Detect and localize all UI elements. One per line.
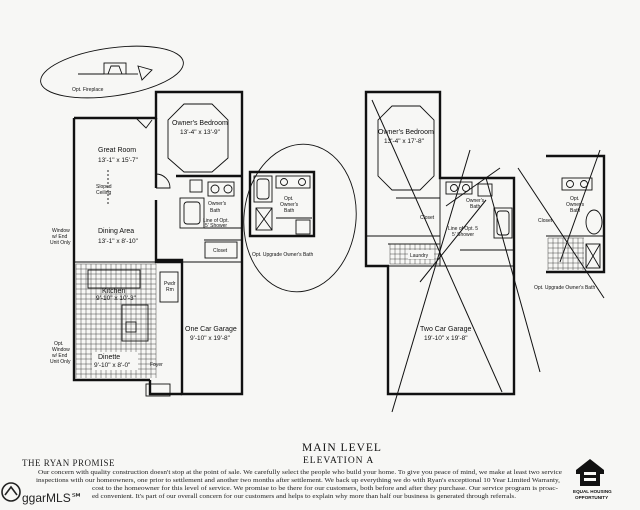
window-note-2d: Unit Only (50, 359, 71, 365)
left-shower-note-2: 5' Shower (205, 223, 227, 229)
promise-line-2: inspections with our homeowners, one pri… (36, 477, 561, 484)
far-opt-label-2: Owner's (566, 202, 585, 208)
owners-bedroom-label: Owner's Bedroom (172, 120, 228, 127)
left-shower-note-1: Line of Opt. (203, 218, 229, 224)
sloped-ceiling-1: Sloped (96, 184, 112, 190)
window-note-2c: w/ End (52, 353, 68, 359)
bath-option-plan (248, 170, 316, 238)
laundry-label: Laundry (410, 253, 429, 259)
watermark-text: ggarMLS℠ (22, 491, 83, 505)
fireplace-option-outline (40, 45, 184, 99)
bath-option-label-1: Opt. (284, 196, 293, 202)
kitchen-label: Kitchen (102, 288, 125, 295)
window-note-2a: Opt. (54, 341, 63, 347)
eho-line-2: OPPORTUNITY (575, 495, 608, 500)
right-garage-dim: 19'-10" x 19'-8" (424, 335, 468, 342)
pwdr-label-2: Rm (166, 287, 174, 293)
left-unit-walls (72, 90, 244, 396)
right-bedroom-label: Owner's Bedroom (378, 129, 434, 136)
bath-option-label-2: Owner's (280, 202, 299, 208)
far-closet-label: Closet (538, 218, 553, 224)
right-bath-label-2: Bath (470, 204, 481, 210)
window-note-1a: Window (52, 228, 70, 234)
window-note-1b: w/ End (52, 234, 68, 240)
promise-heading: THE RYAN PROMISE (22, 458, 115, 468)
great-room-dim: 13'-1" x 15'-7" (98, 157, 139, 164)
dining-area-dim: 13'-1" x 8'-10" (98, 238, 139, 245)
left-bath-label-2: Bath (210, 208, 221, 214)
cross-out-lines (371, 99, 605, 413)
far-right-tile-grid (547, 237, 584, 270)
right-garage-label: Two Car Garage (420, 326, 471, 333)
bath-option-outline (243, 143, 357, 293)
mls-watermark: ggarMLS℠ (1, 482, 83, 505)
fireplace-icon (78, 62, 153, 81)
bath-option-caption: Opt. Upgrade Owner's Bath (252, 252, 313, 258)
kitchen-dim: 9'-10" x 10'-3" (96, 295, 137, 302)
far-right-bath-plan (546, 154, 606, 274)
bath-option-label-3: Bath (284, 208, 295, 214)
dining-area-label: Dining Area (98, 228, 134, 235)
promise-line-4: ed convenient. It's part of our overall … (92, 493, 517, 500)
left-bath-label-1: Owner's (208, 201, 227, 207)
sheet-subtitle: ELEVATION A (303, 456, 374, 466)
right-bedroom-dim: 13'-4" x 17'-8" (384, 138, 425, 145)
far-opt-label-1: Opt. (570, 196, 579, 202)
sloped-ceiling-2: Ceiling (96, 190, 112, 196)
window-note-1c: Unit Only (50, 240, 71, 246)
window-note-2b: Window (52, 347, 70, 353)
right-closet-label: Closet (420, 215, 435, 221)
left-closet-label: Closet (213, 248, 228, 254)
dinette-label: Dinette (98, 354, 120, 361)
foyer-label: Foyer (150, 362, 163, 368)
far-opt-label-3: Bath (570, 208, 581, 214)
right-shower-note-2: 5' Shower (452, 232, 474, 238)
dinette-dim: 9'-10" x 8'-0" (94, 362, 131, 369)
far-caption: Opt. Upgrade Owner's Bath (534, 285, 595, 291)
equal-housing-icon: EQUAL HOUSING OPPORTUNITY (573, 459, 612, 500)
right-bath-label-1: Owner's (466, 198, 485, 204)
fireplace-label: Opt. Fireplace (72, 87, 104, 93)
left-garage-dim: 9'-10" x 19'-8" (190, 335, 231, 342)
great-room-label: Great Room (98, 147, 136, 154)
owners-bedroom-ceiling-outline (167, 103, 229, 173)
left-garage-label: One Car Garage (185, 326, 237, 333)
promise-line-3: cost to the homeowner for this level of … (92, 485, 558, 492)
owners-bedroom-dim: 13'-4" x 13'-9" (180, 129, 221, 136)
left-bath-block (176, 174, 242, 259)
promise-line-1: Our concern with quality construction do… (38, 469, 562, 476)
sheet-title: MAIN LEVEL (302, 442, 382, 454)
right-bedroom-ceiling-outline (377, 105, 435, 191)
pwdr-label-1: Pwdr (164, 281, 176, 287)
eho-line-1: EQUAL HOUSING (573, 489, 612, 494)
